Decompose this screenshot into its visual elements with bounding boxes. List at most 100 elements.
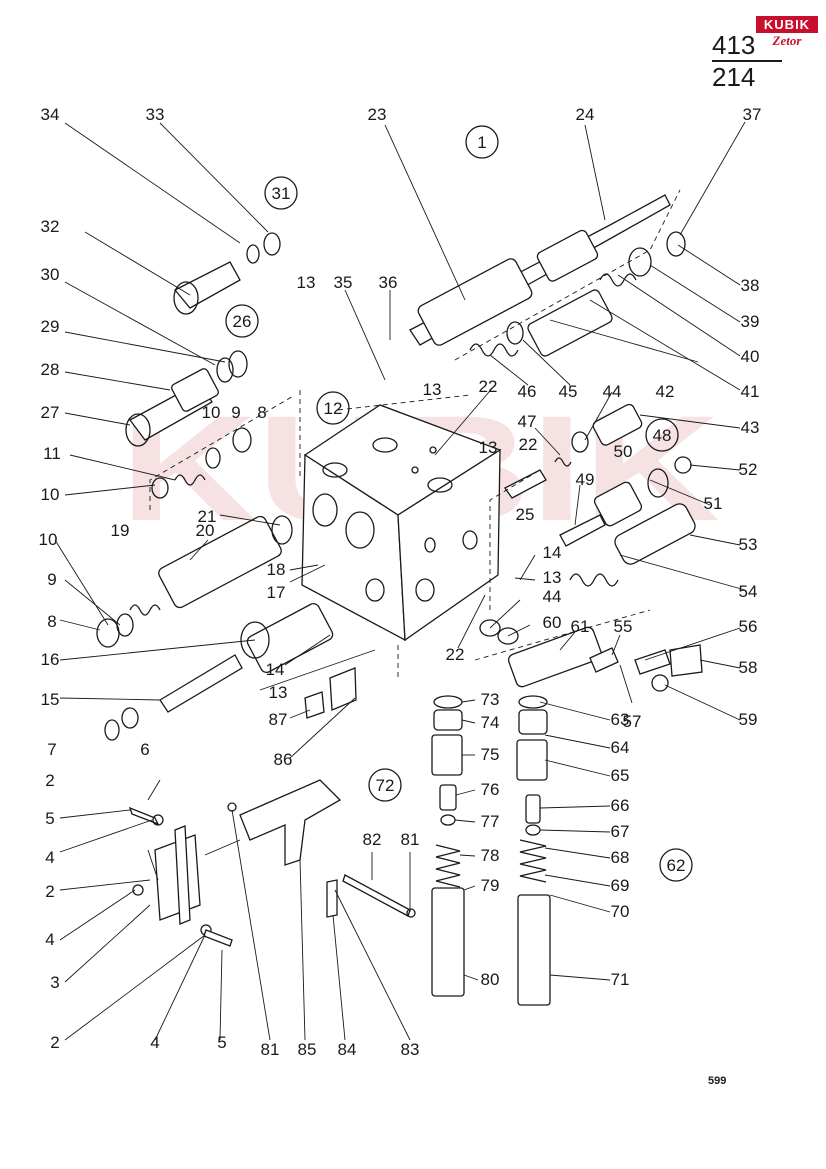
- part-labels: 2 2 2 3 4 4 4 5 5 6 7 8 8 9 9 10 10 10 1…: [39, 105, 762, 1059]
- part-label: 58: [739, 658, 758, 677]
- part-label: 46: [518, 382, 537, 401]
- part-label: 33: [146, 105, 165, 124]
- group-ref-12: [316, 391, 350, 425]
- upper-spool-assembly: [409, 194, 686, 357]
- part-label: 64: [611, 738, 630, 757]
- page-code-top: 413: [712, 30, 782, 62]
- part-label: 32: [41, 217, 60, 236]
- part-label: 18: [267, 560, 286, 579]
- part-label: 39: [741, 312, 760, 331]
- part-label: 28: [41, 360, 60, 379]
- part-label: 24: [576, 105, 595, 124]
- part-label: 73: [481, 690, 500, 709]
- part-label: 85: [298, 1040, 317, 1059]
- group-ref-48: [645, 418, 679, 452]
- part-label: 13: [423, 380, 442, 399]
- part-label: 49: [576, 470, 595, 489]
- part-label: 22: [479, 377, 498, 396]
- part-label: 22: [446, 645, 465, 664]
- part-label: 19: [111, 521, 130, 540]
- group-ref-1-label: 1: [477, 133, 486, 152]
- part-label: 40: [741, 347, 760, 366]
- part-label: 54: [739, 582, 758, 601]
- left-spool-assemblies: [96, 232, 334, 741]
- part-label: 30: [41, 265, 60, 284]
- part-label: 22: [519, 435, 538, 454]
- part-label: 81: [401, 830, 420, 849]
- group-ref-31-label: 31: [272, 184, 291, 203]
- part-label: 7: [47, 740, 56, 759]
- group-refs: 1 12 26 31 48 62 72: [225, 125, 693, 882]
- part-label: 44: [603, 382, 622, 401]
- group-ref-62-label: 62: [667, 856, 686, 875]
- part-label: 57: [623, 712, 642, 731]
- part-label: 83: [401, 1040, 420, 1059]
- part-label: 60: [543, 613, 562, 632]
- valve-block: [301, 404, 502, 642]
- part-label: 8: [257, 403, 266, 422]
- part-label: 76: [481, 780, 500, 799]
- group-ref-72-label: 72: [376, 776, 395, 795]
- group-ref-26: [225, 304, 259, 338]
- brand-logo: KUBIK Zetor: [756, 16, 818, 49]
- part-label: 13: [479, 438, 498, 457]
- part-label: 65: [611, 766, 630, 785]
- leader-lines: [54, 121, 746, 1041]
- part-label: 13: [297, 273, 316, 292]
- part-label: 37: [743, 105, 762, 124]
- part-label: 78: [481, 846, 500, 865]
- part-label: 15: [41, 690, 60, 709]
- part-label: 6: [140, 740, 149, 759]
- part-label: 17: [267, 583, 286, 602]
- part-label: 45: [559, 382, 578, 401]
- group-ref-1: [465, 125, 499, 159]
- part-label: 10: [39, 530, 58, 549]
- part-label: 69: [611, 876, 630, 895]
- part-label: 61: [571, 617, 590, 636]
- part-label: 70: [611, 902, 630, 921]
- part-label: 16: [41, 650, 60, 669]
- part-label: 84: [338, 1040, 357, 1059]
- part-label: 51: [704, 494, 723, 513]
- assembly-outlines: [149, 189, 681, 680]
- part-label: 29: [41, 317, 60, 336]
- part-label: 66: [611, 796, 630, 815]
- part-label: 13: [543, 568, 562, 587]
- part-label: 2: [45, 882, 54, 901]
- part-label: 9: [47, 570, 56, 589]
- part-label: 2: [50, 1033, 59, 1052]
- part-label: 74: [481, 713, 500, 732]
- part-label: 2: [45, 771, 54, 790]
- part-label: 21: [198, 507, 217, 526]
- part-label: 4: [45, 930, 54, 949]
- part-label: 5: [217, 1033, 226, 1052]
- part-label: 42: [656, 382, 675, 401]
- part-label: 3: [50, 973, 59, 992]
- part-label: 13: [269, 683, 288, 702]
- part-label: 82: [363, 830, 382, 849]
- part-label: 11: [43, 444, 61, 463]
- part-label: 55: [614, 617, 633, 636]
- part-label: 14: [266, 660, 285, 679]
- part-label: 86: [274, 750, 293, 769]
- part-label: 20: [196, 521, 215, 540]
- part-label: 27: [41, 403, 60, 422]
- part-label: 56: [739, 617, 758, 636]
- logo-brand-text: KUBIK: [756, 16, 818, 33]
- part-label: 35: [334, 273, 353, 292]
- part-label: 68: [611, 848, 630, 867]
- group-ref-62: [659, 848, 693, 882]
- part-label: 87: [269, 710, 288, 729]
- part-label: 77: [481, 812, 500, 831]
- logo-sub-text: Zetor: [772, 33, 802, 48]
- part-label: 5: [45, 809, 54, 828]
- lever-bracket: [128, 667, 416, 947]
- part-label: 67: [611, 822, 630, 841]
- part-label: 47: [518, 412, 537, 431]
- part-label: 4: [45, 848, 54, 867]
- part-label: 25: [516, 505, 535, 524]
- vertical-cartridges: [431, 695, 551, 1006]
- part-label: 81: [261, 1040, 280, 1059]
